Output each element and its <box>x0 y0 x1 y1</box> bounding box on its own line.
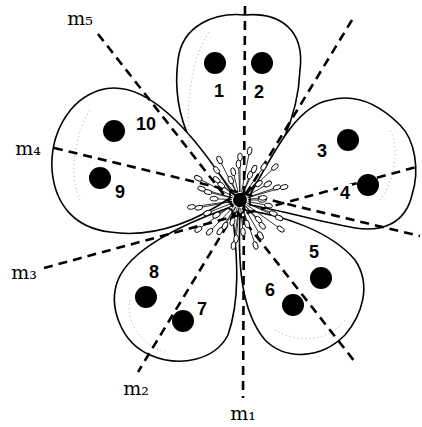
stamen-filament <box>247 203 279 218</box>
stamen-anther <box>229 217 236 226</box>
stamen-anther <box>240 228 245 236</box>
stamen-anther <box>187 204 196 210</box>
marker-dot <box>103 120 125 142</box>
marker-dot <box>310 267 332 289</box>
callout-number: 7 <box>195 300 209 318</box>
symmetry-axes <box>44 6 420 398</box>
stamen-anther <box>280 184 289 191</box>
stamen-anther <box>216 227 224 236</box>
marker-dot <box>172 310 194 332</box>
callout-number: 4 <box>338 184 352 202</box>
stamen-anther <box>197 185 206 192</box>
stamen-anther <box>227 175 235 184</box>
marker-dot <box>337 129 359 151</box>
stamen-anther <box>250 164 258 173</box>
stamen-anther <box>216 155 224 164</box>
stamen-anther <box>205 227 214 236</box>
stamen-anther <box>212 211 221 219</box>
stamen-anther <box>259 195 267 200</box>
stamen-filament <box>243 208 256 246</box>
stamen-anther <box>194 225 203 233</box>
callout-number: 8 <box>147 263 161 281</box>
petals <box>52 15 416 362</box>
axis-line <box>98 34 355 362</box>
stamen-anther <box>258 221 267 230</box>
petal <box>52 88 230 233</box>
stamen-anther <box>194 174 203 182</box>
callout-number: 6 <box>263 281 277 299</box>
stamen-anther <box>263 180 272 188</box>
marker-dot <box>357 174 379 196</box>
stamen-anther <box>231 241 237 250</box>
stamen-anther <box>238 153 243 161</box>
vein <box>188 30 210 150</box>
marker-dots <box>89 52 379 332</box>
marker-dot <box>204 52 226 74</box>
callout-number: 9 <box>113 183 127 201</box>
axis-label: m₅ <box>65 9 95 28</box>
stamen-anther <box>252 241 259 250</box>
stamen-anther <box>270 163 279 172</box>
callout-number: 5 <box>307 243 321 261</box>
axis-line <box>138 20 352 372</box>
stamen-anther <box>244 220 251 229</box>
stamens <box>187 147 288 250</box>
marker-dot <box>89 167 111 189</box>
stamen-anther <box>260 162 268 171</box>
callout-number: 3 <box>315 142 329 160</box>
callout-number: 1 <box>212 82 226 100</box>
marker-dot <box>251 52 273 74</box>
axis-label: m₂ <box>121 379 151 398</box>
marker-dot <box>282 294 304 316</box>
stamen-filament <box>233 208 238 246</box>
petal <box>250 98 416 229</box>
stamen-anther <box>276 225 285 233</box>
callout-number: 10 <box>134 115 158 133</box>
stamen-filament <box>198 205 233 230</box>
vein <box>380 130 395 200</box>
stamen-anther <box>203 209 212 216</box>
axis-label: m₃ <box>9 263 39 282</box>
stamen-anther <box>275 214 284 222</box>
stamen-anther <box>256 231 264 240</box>
stamen-anther <box>212 166 221 175</box>
stamen-filament <box>199 201 232 207</box>
stamen-anther <box>212 175 221 184</box>
stamen-filament <box>246 167 275 194</box>
callout-number: 2 <box>252 83 266 101</box>
stamen-anther <box>247 147 253 156</box>
axis-label: m₄ <box>13 139 43 158</box>
stamen-anther <box>264 203 273 209</box>
pistil <box>233 193 247 207</box>
stamen-anther <box>210 196 218 201</box>
marker-dot <box>135 286 157 308</box>
stamen-anther <box>230 167 236 176</box>
axis-line <box>44 166 420 268</box>
axis-label: m₁ <box>228 404 258 423</box>
stamen-anther <box>254 179 263 188</box>
